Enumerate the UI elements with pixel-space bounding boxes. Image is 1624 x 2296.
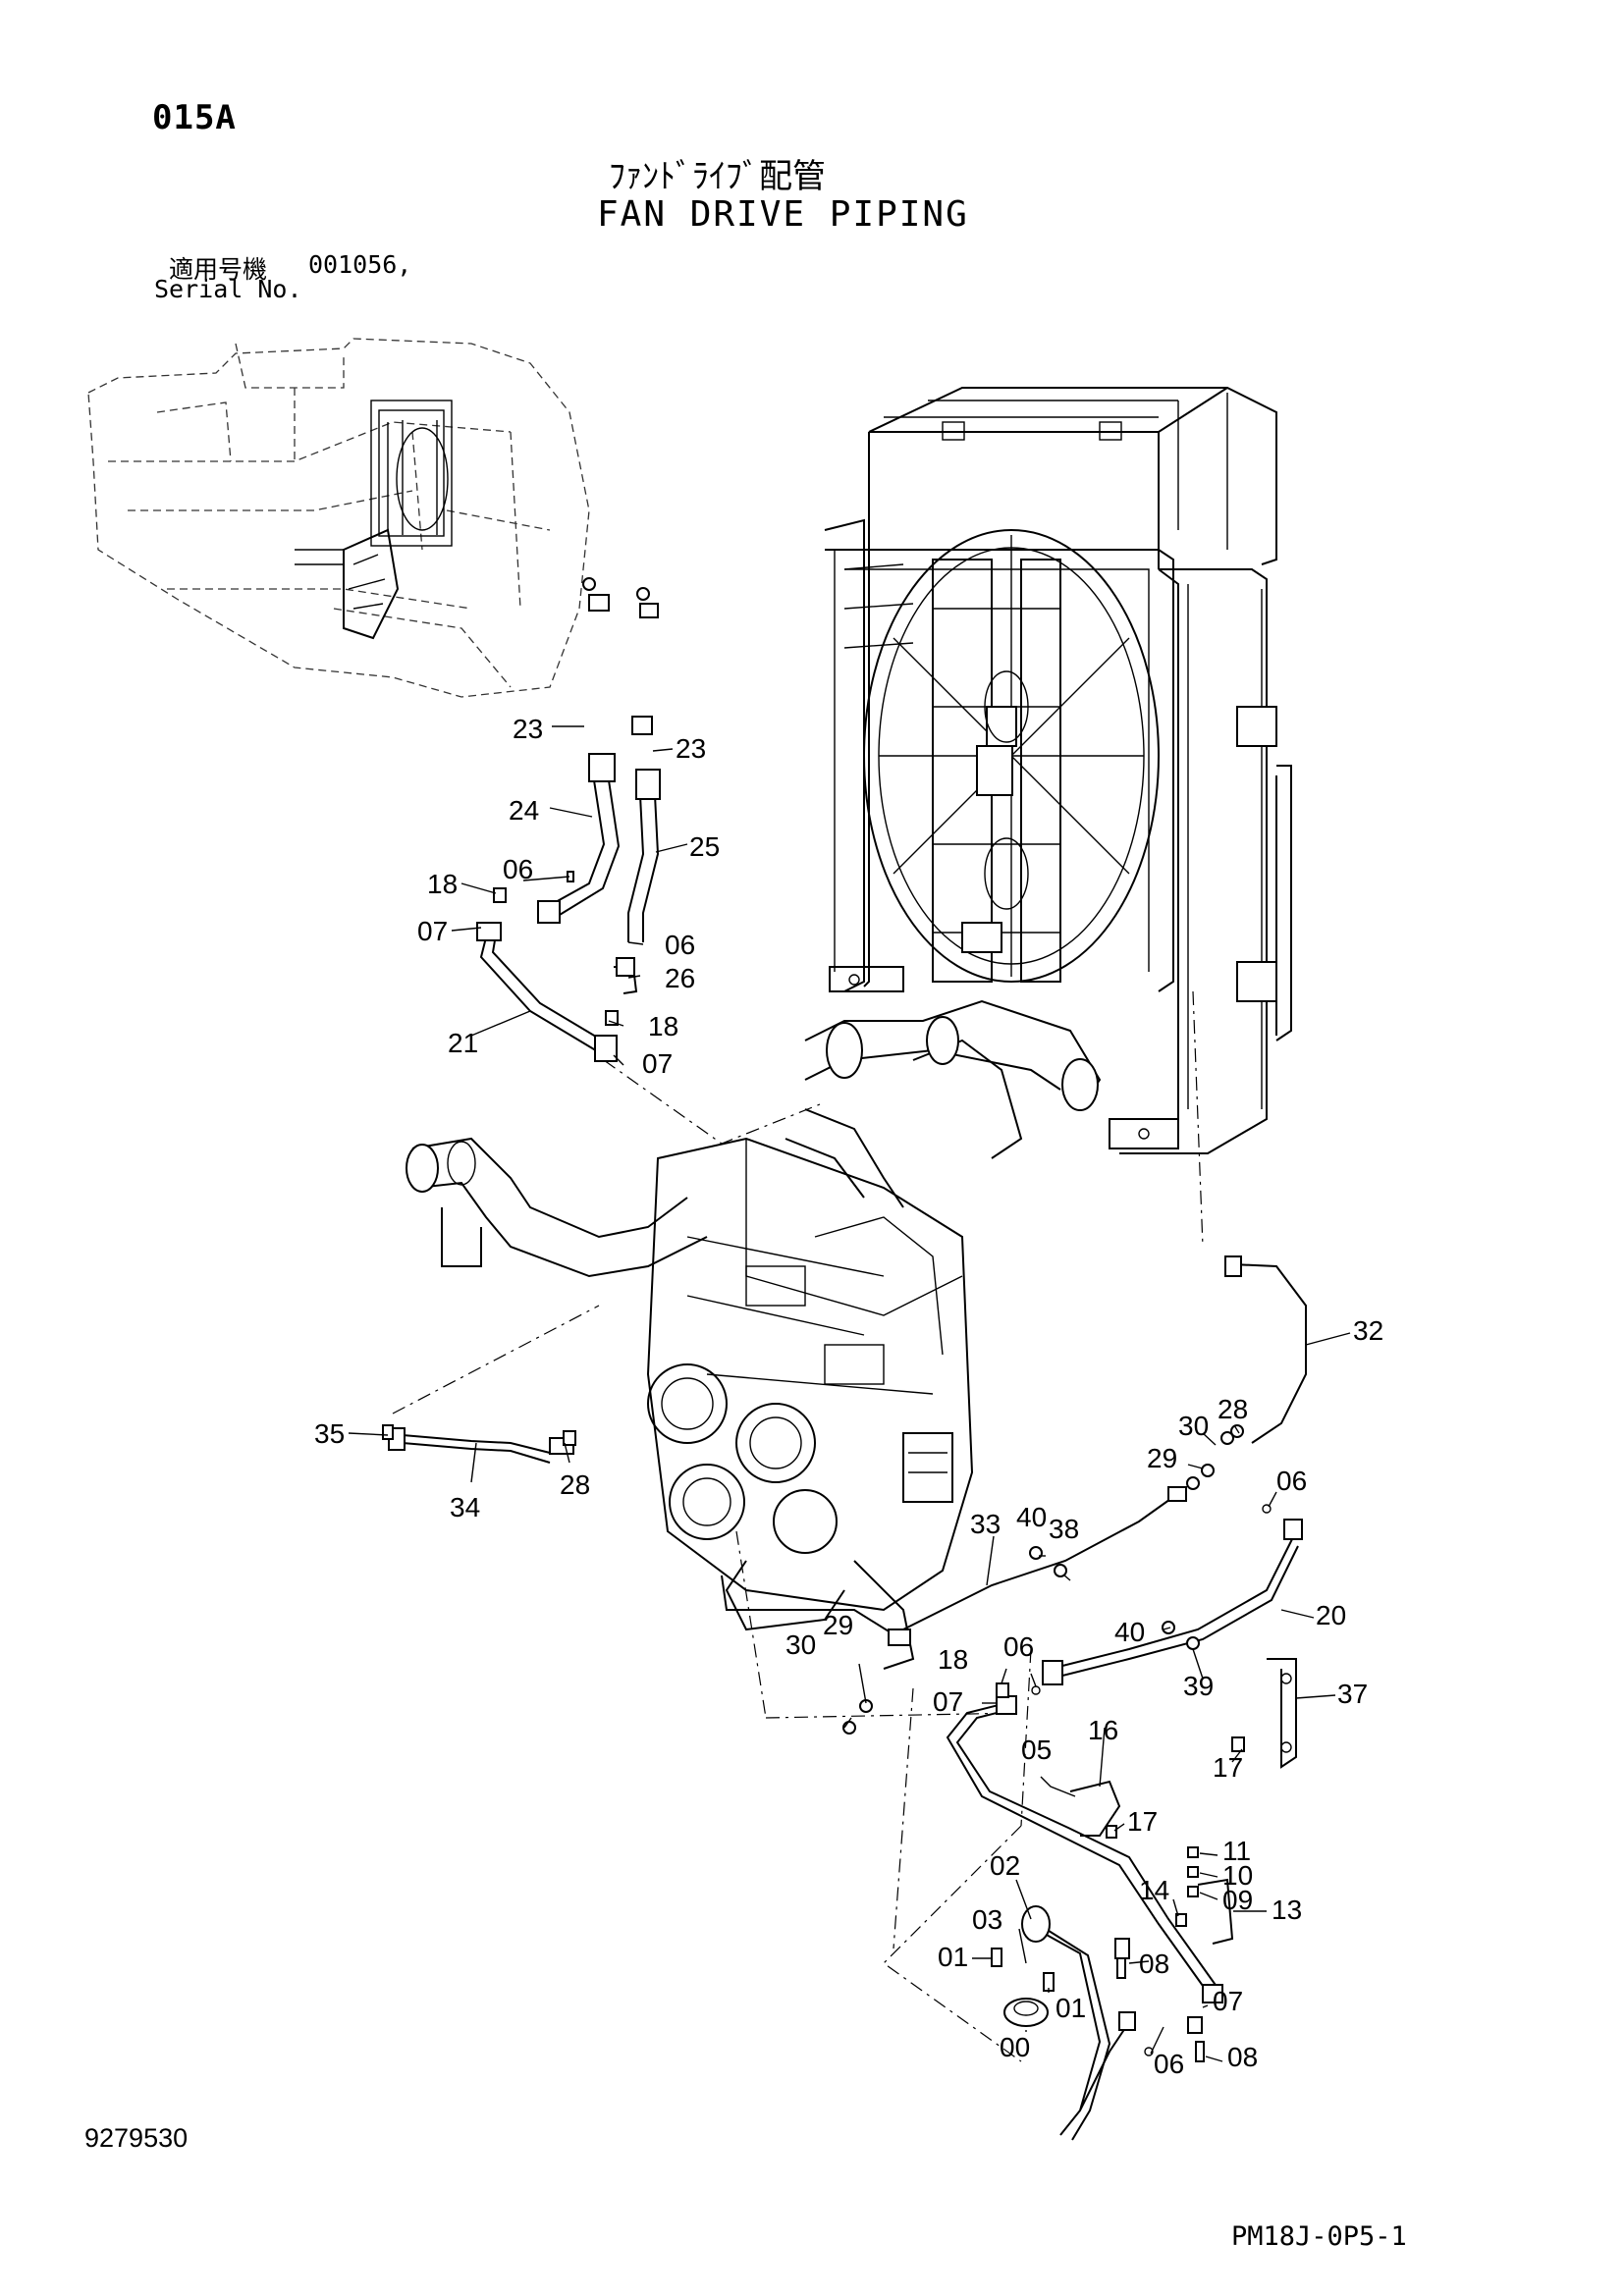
callout-07b: 07 (642, 1048, 673, 1079)
reference-lines (392, 990, 1204, 2062)
callout-21: 21 (448, 1028, 478, 1058)
callout-07d: 07 (1213, 1986, 1243, 2016)
hose-20 (1042, 1519, 1303, 1685)
pipe-05 (946, 1695, 1223, 2003)
callout-06e: 06 (1154, 2049, 1184, 2079)
pipe-21 (476, 922, 618, 1062)
serial-number: 001056, (308, 250, 412, 279)
callout-05: 05 (1021, 1735, 1052, 1765)
hose-34 (388, 1427, 574, 1464)
callout-17a: 17 (1213, 1752, 1243, 1783)
callout-labels: 23 23 24 25 18 06 07 06 26 21 18 07 32 3… (314, 714, 1383, 2079)
hose-32 (1224, 1255, 1307, 1444)
callout-18c: 18 (938, 1644, 968, 1675)
callout-30a: 30 (1178, 1411, 1209, 1441)
leader-lines (348, 725, 1351, 2062)
callout-39: 39 (1183, 1671, 1214, 1701)
callout-23b: 23 (676, 733, 706, 764)
title-japanese: ﾌｧﾝﾄﾞﾗｲﾌﾞ配管 (609, 157, 826, 196)
callout-34: 34 (450, 1492, 480, 1522)
callout-06d: 06 (1003, 1631, 1034, 1662)
serial-label: Serial No. (154, 275, 302, 303)
callout-08a: 08 (1139, 1949, 1169, 1979)
callout-26: 26 (665, 963, 695, 993)
callout-07c: 07 (933, 1686, 963, 1717)
callout-01b: 01 (1056, 1993, 1086, 2023)
callout-09: 09 (1222, 1885, 1253, 1915)
serial-label-japanese: 適用号機 (169, 255, 268, 284)
callout-18b: 18 (648, 1011, 678, 1041)
small-fittings (382, 577, 1272, 2062)
callout-33: 33 (970, 1509, 1001, 1539)
callout-28b: 28 (1218, 1394, 1248, 1424)
callout-17b: 17 (1127, 1806, 1158, 1837)
callout-32: 32 (1353, 1315, 1383, 1346)
callout-25: 25 (689, 831, 720, 862)
callout-40b: 40 (1114, 1617, 1145, 1647)
callout-30b: 30 (785, 1629, 816, 1660)
callout-01a: 01 (938, 1942, 968, 1972)
callout-02: 02 (990, 1850, 1020, 1881)
machine-overview-icon (87, 338, 590, 698)
document-number: 9279530 (84, 2123, 189, 2153)
hose-25 (627, 603, 661, 942)
sheet-code: PM18J-0P5-1 (1231, 2221, 1407, 2252)
callout-29a: 29 (1147, 1443, 1177, 1473)
callout-24: 24 (509, 795, 539, 826)
callout-11: 11 (1222, 1836, 1251, 1866)
callout-03: 03 (972, 1904, 1002, 1935)
callout-14: 14 (1139, 1875, 1169, 1905)
flange-00 (991, 1948, 1055, 2027)
callout-40a: 40 (1016, 1502, 1047, 1532)
radiator-fan-icon (824, 387, 1292, 1154)
callout-08b: 08 (1227, 2042, 1258, 2072)
hose-33 (721, 1486, 1187, 1646)
page-title: FAN DRIVE PIPING (597, 194, 969, 235)
callout-06c: 06 (1276, 1466, 1307, 1496)
fan-drive-pump-icon (406, 999, 1102, 1670)
callout-06a: 06 (503, 854, 533, 884)
bracket-13 (1197, 1878, 1234, 1945)
callout-10: 10 (1222, 1860, 1253, 1891)
hose-24 (537, 594, 621, 924)
callout-37: 37 (1337, 1679, 1368, 1709)
callout-28a: 28 (560, 1469, 590, 1500)
page-code: 015A (152, 98, 237, 137)
clamp-37 (1267, 1658, 1297, 1769)
callout-07a: 07 (417, 916, 448, 946)
fitting-26 (614, 957, 638, 994)
callout-35: 35 (314, 1418, 345, 1449)
callout-06b: 06 (665, 930, 695, 960)
callout-13: 13 (1272, 1895, 1302, 1925)
callout-38: 38 (1049, 1514, 1079, 1544)
callout-23a: 23 (513, 714, 543, 744)
callout-29b: 29 (823, 1610, 853, 1640)
callout-20: 20 (1316, 1600, 1346, 1630)
callout-18a: 18 (427, 869, 458, 899)
callout-16: 16 (1088, 1715, 1118, 1745)
callout-00: 00 (1000, 2032, 1030, 2062)
bracket-16 (1069, 1780, 1121, 1837)
